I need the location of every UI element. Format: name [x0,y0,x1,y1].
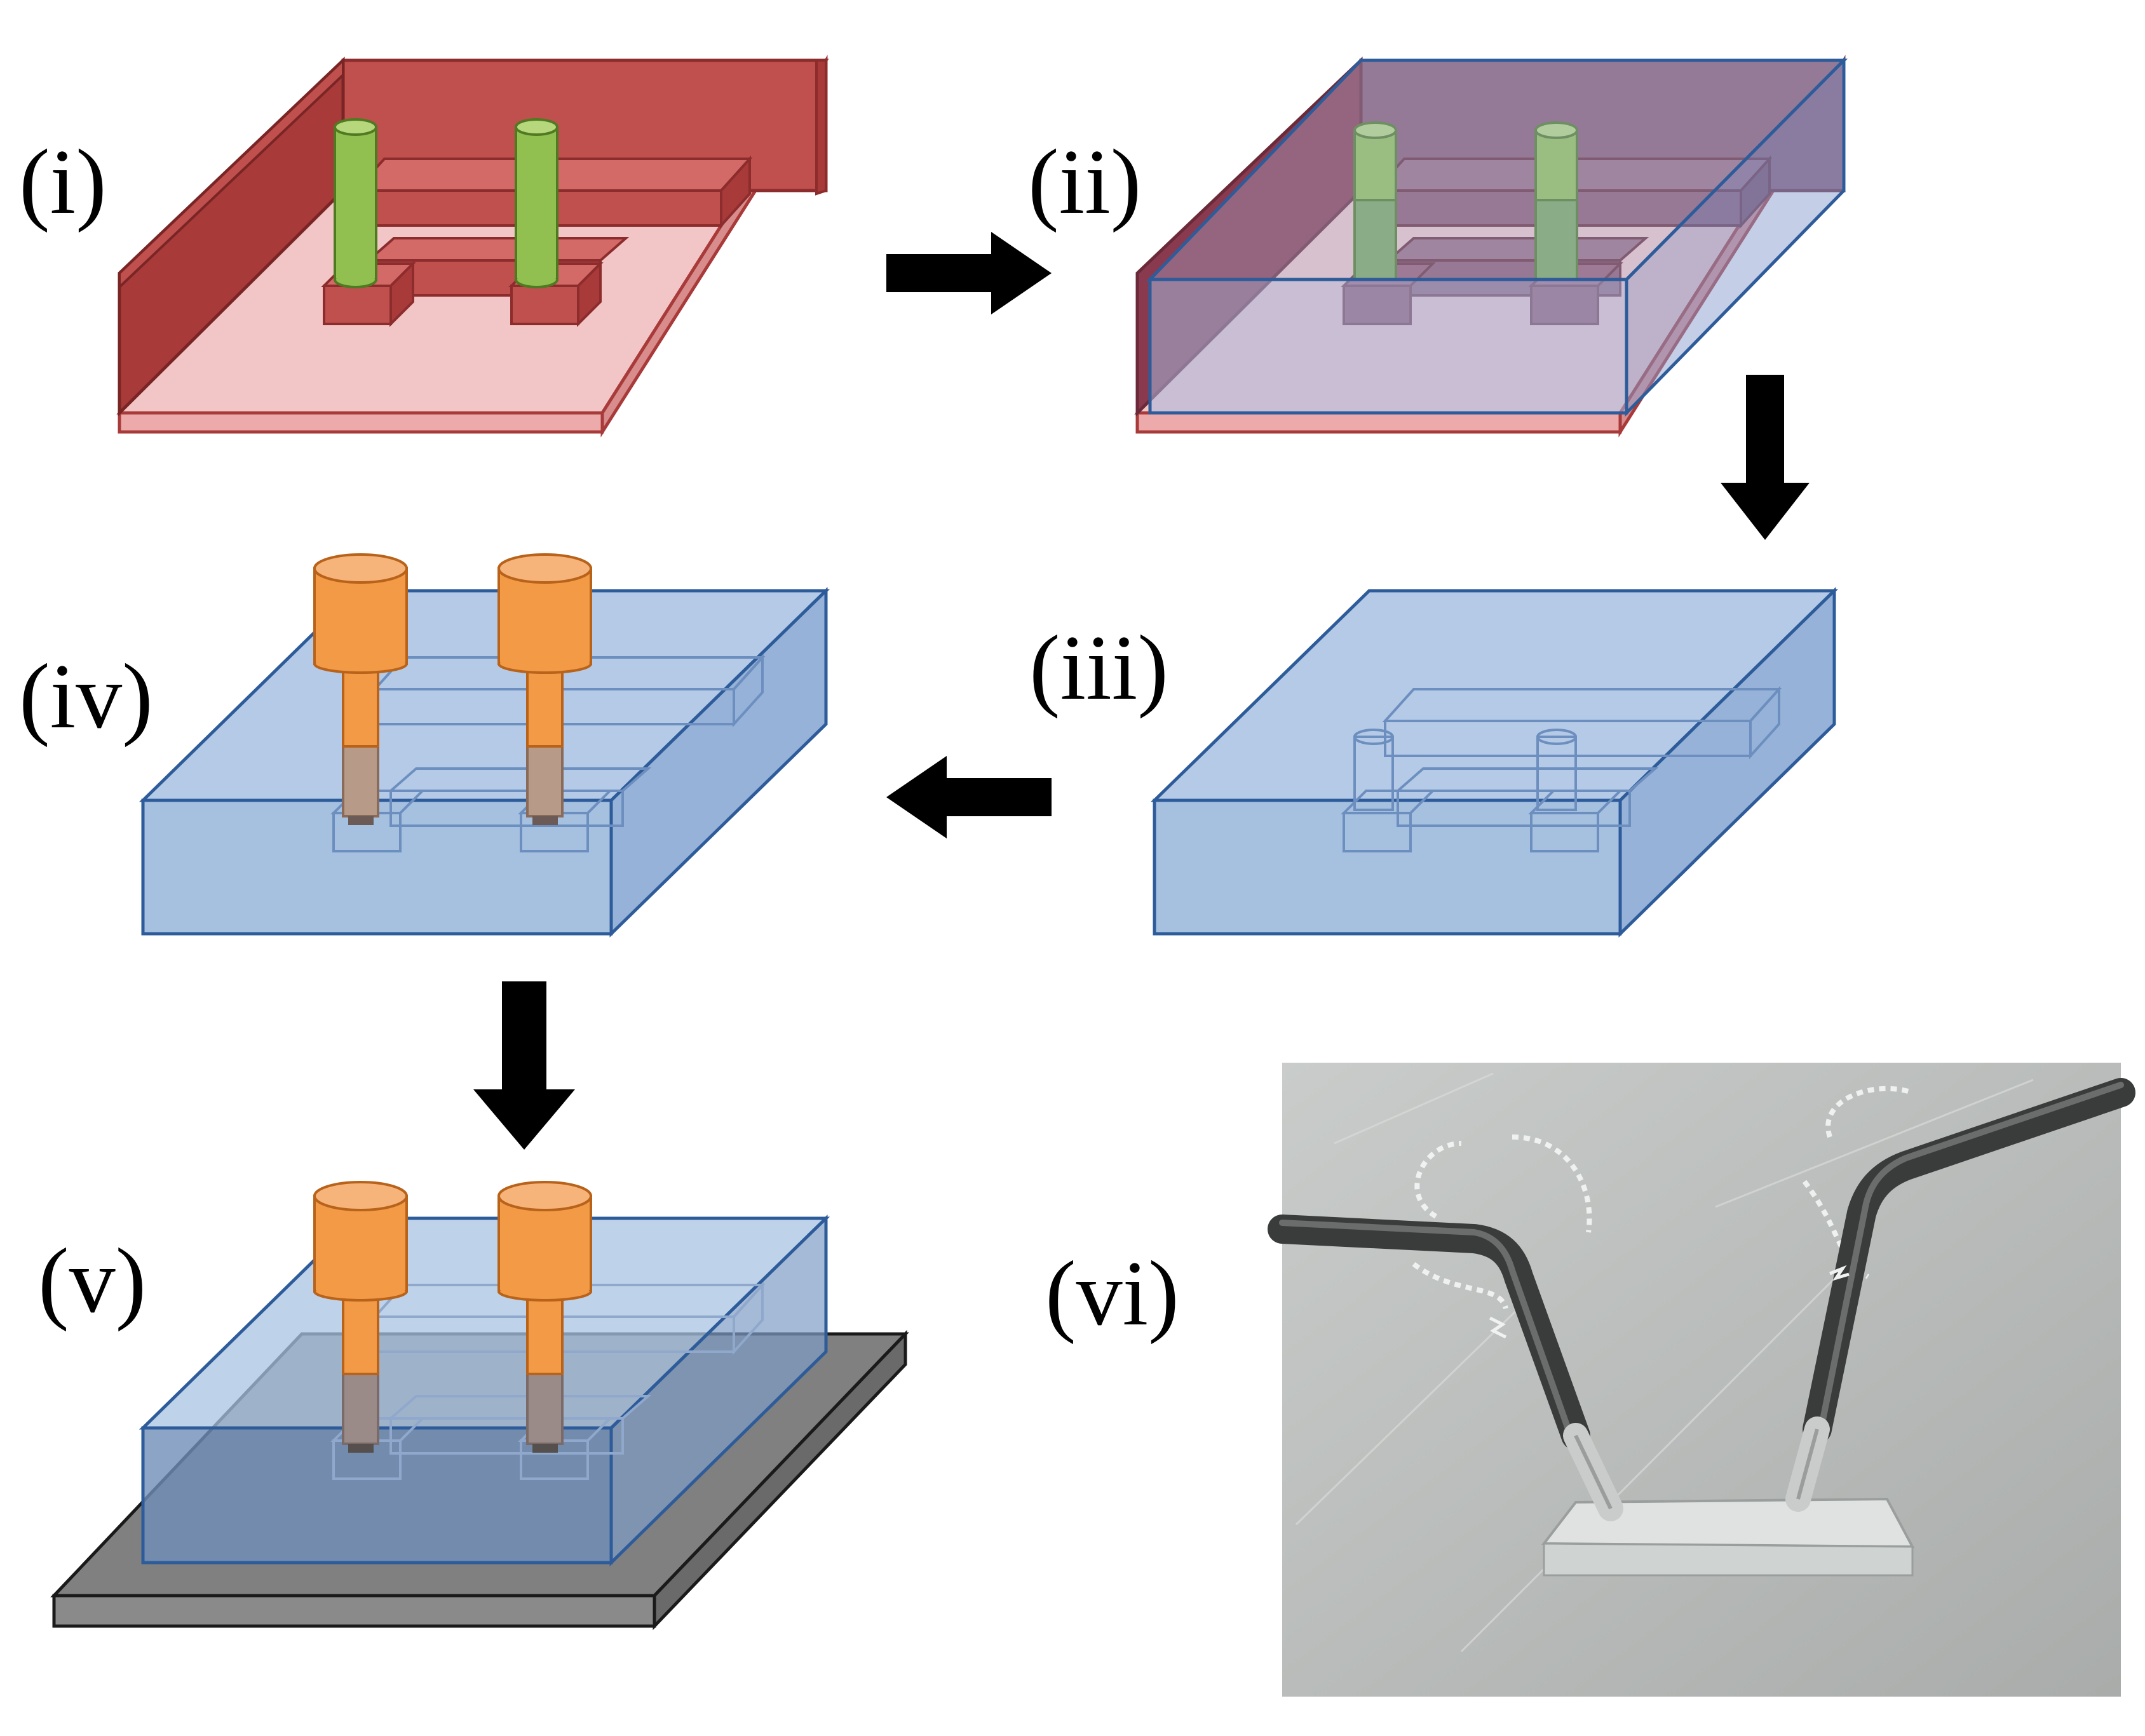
label-step-3: (iii) [1029,616,1168,719]
arrow-right-icon [886,232,1052,314]
connector-left [313,553,408,825]
step-2-mold-with-pdms [1134,55,1848,438]
arrow-left-icon [886,756,1052,838]
step-3-pdms-cast [1150,587,1839,938]
mold-pin-left [334,118,377,288]
step-6-device-photo [1268,1063,2135,1697]
step-4-pdms-with-connectors [139,553,830,938]
label-step-2: (ii) [1028,130,1141,233]
mold-pin-right [515,118,558,288]
mold-pad-right [508,260,604,327]
label-step-1: (i) [19,130,107,233]
arrow-down-icon [473,981,575,1150]
photo-cable-right [1785,1078,2135,1512]
arrow-down-icon [1721,375,1810,540]
step-1-mold [116,55,829,438]
label-step-5: (v) [38,1229,146,1332]
label-step-4: (iv) [19,645,153,748]
connector-left-bonded [313,1181,408,1453]
label-step-6: (vi) [1045,1242,1179,1345]
photo-cable-left [1268,1215,1623,1521]
connector-right [497,553,592,825]
step-5-bonded-device [50,1181,909,1631]
connector-right-bonded [497,1181,592,1453]
